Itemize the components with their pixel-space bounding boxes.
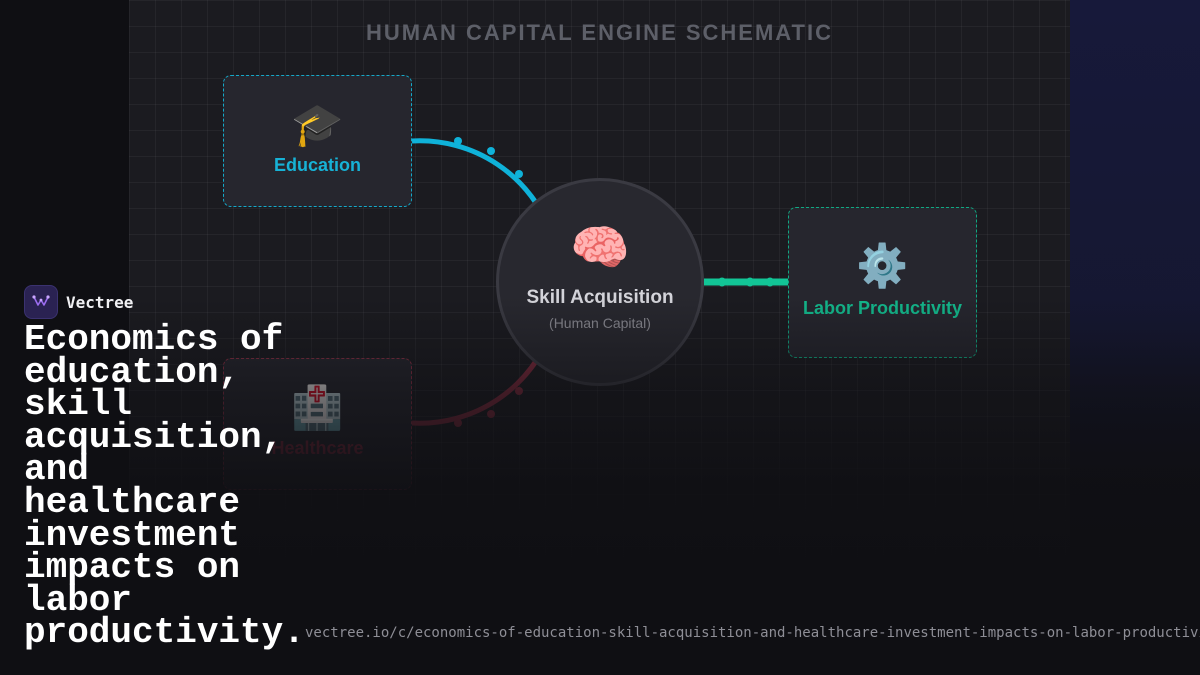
brand: Vectree	[24, 285, 133, 319]
vectree-logo-icon	[24, 285, 58, 319]
edge-education-dot	[487, 147, 495, 155]
node-labor-productivity: ⚙️ Labor Productivity	[788, 207, 977, 358]
edge-labor-dot	[745, 277, 755, 287]
graduation-cap-icon: 🎓	[291, 101, 344, 149]
brand-name: Vectree	[66, 292, 134, 312]
node-education-label: Education	[273, 155, 361, 176]
hub-subtitle: (Human Capital)	[549, 315, 651, 331]
edge-labor-dot	[717, 277, 727, 287]
edge-education-dot	[454, 137, 462, 145]
edge-labor-dot	[765, 277, 775, 287]
brain-icon: 🧠	[570, 222, 630, 275]
edge-healthcare-dot	[454, 419, 462, 427]
page-url: vectree.io/c/economics-of-education-skil…	[305, 625, 1200, 641]
hub-title: Skill Acquisition	[526, 287, 674, 308]
edge-healthcare-dot	[515, 387, 523, 395]
node-labor-label: Labor Productivity	[802, 297, 963, 318]
edge-healthcare-dot	[487, 410, 495, 418]
hub-skill-acquisition: 🧠 Skill Acquisition (Human Capital)	[496, 178, 704, 386]
edge-education-dot	[515, 170, 523, 178]
headline: Economics of education, skill acquisitio…	[24, 319, 305, 654]
gear-icon: ⚙️	[856, 241, 909, 289]
node-education: 🎓 Education	[223, 75, 412, 207]
